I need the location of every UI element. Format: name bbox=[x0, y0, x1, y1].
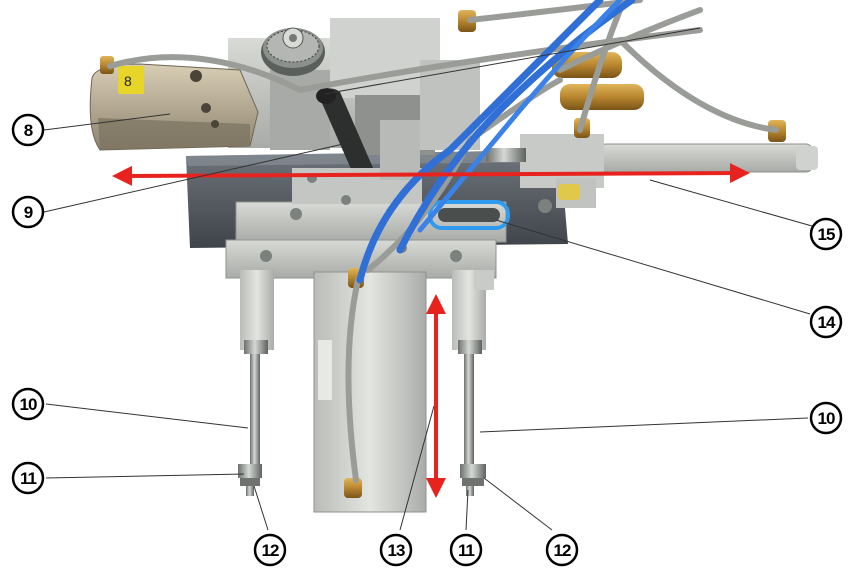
callout-15: 15 bbox=[809, 217, 843, 251]
callout-8: 8 bbox=[11, 113, 45, 147]
callout-11-right: 11 bbox=[449, 533, 483, 567]
adjustment-dial bbox=[261, 27, 325, 76]
callout-9: 9 bbox=[11, 195, 45, 229]
right-guide-rod bbox=[458, 340, 486, 496]
callout-11-left: 11 bbox=[11, 461, 45, 495]
callout-12-left: 12 bbox=[253, 533, 287, 567]
callout-13: 13 bbox=[379, 533, 413, 567]
callouts: 8 9 10 11 12 13 11 12 bbox=[11, 113, 843, 567]
callout-10-right-label: 10 bbox=[818, 409, 835, 428]
callout-10-right: 10 bbox=[809, 401, 843, 435]
vertical-slide bbox=[313, 270, 494, 513]
callout-13-label: 13 bbox=[388, 541, 405, 560]
horizontal-motion-arrow bbox=[112, 163, 750, 186]
callout-10-left-label: 10 bbox=[20, 395, 37, 414]
blue-hoses bbox=[356, 0, 636, 284]
motion-arrows bbox=[112, 163, 750, 498]
callout-9-label: 9 bbox=[24, 203, 33, 222]
callout-11-left-label: 11 bbox=[20, 469, 37, 488]
callout-12-left-label: 12 bbox=[262, 541, 279, 560]
callout-14: 14 bbox=[809, 305, 843, 339]
callout-15-label: 15 bbox=[818, 225, 835, 244]
callout-12-right-label: 12 bbox=[554, 541, 571, 560]
leader-lines bbox=[43, 27, 813, 531]
svg-text:8: 8 bbox=[124, 73, 132, 89]
left-guide-rod bbox=[238, 340, 268, 496]
callout-8-label: 8 bbox=[24, 121, 33, 140]
callout-14-label: 14 bbox=[818, 313, 836, 332]
callout-11-right-label: 11 bbox=[458, 541, 475, 560]
callout-12-right: 12 bbox=[545, 533, 579, 567]
crimp-jaw: 8 bbox=[89, 63, 259, 151]
callout-10-left: 10 bbox=[11, 387, 45, 421]
